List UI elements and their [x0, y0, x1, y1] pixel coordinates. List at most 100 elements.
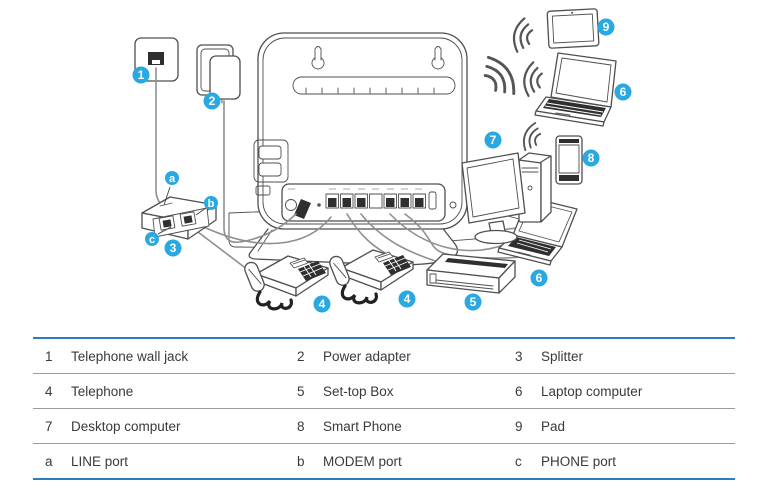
legend-label: LINE port — [71, 453, 129, 469]
legend-label: Set-top Box — [323, 383, 394, 399]
legend-label: Pad — [541, 418, 566, 434]
cable-router-to-laptop — [389, 213, 507, 252]
legend-cell: 5 Set-top Box — [285, 384, 503, 399]
badge-2: 2 — [203, 92, 221, 110]
pad-illustration — [546, 8, 600, 49]
legend-label: Telephone — [71, 383, 134, 399]
legend-label: Power adapter — [323, 348, 411, 364]
svg-text:a: a — [169, 173, 176, 185]
legend-row: 4 Telephone 5 Set-top Box 6 Laptop computer — [33, 374, 735, 409]
legend-cell: 2 Power adapter — [285, 349, 503, 364]
svg-text:4: 4 — [319, 297, 326, 311]
badge-b: b — [204, 196, 218, 210]
leader-a — [163, 186, 171, 206]
svg-text:9: 9 — [603, 20, 610, 34]
badge-1: 1 — [132, 66, 150, 84]
badge-8: 8 — [582, 149, 600, 167]
wifi-waves-laptop-icon — [520, 60, 545, 99]
badge-4-right: 4 — [398, 290, 416, 308]
power-port — [285, 199, 297, 211]
legend-key: 7 — [45, 418, 53, 434]
svg-text:c: c — [149, 234, 155, 246]
badge-5: 5 — [464, 293, 482, 311]
legend-label: Laptop computer — [541, 383, 643, 399]
legend-key: a — [45, 453, 53, 469]
legend-row: 1 Telephone wall jack 2 Power adapter 3 Spl… — [33, 339, 735, 374]
legend-label: Desktop computer — [71, 418, 181, 434]
legend-table: 1 Telephone wall jack 2 Power adapter 3 Spl… — [33, 337, 735, 480]
badge-9: 9 — [597, 18, 615, 36]
desktop-computer-illustration — [461, 152, 552, 245]
cable-modem-to-router — [205, 216, 332, 245]
usb-port — [428, 191, 437, 210]
port-strip — [281, 183, 446, 222]
legend-label: Telephone wall jack — [71, 348, 189, 364]
svg-text:1: 1 — [138, 68, 145, 82]
badge-7: 7 — [484, 131, 502, 149]
router-illustration — [253, 32, 468, 230]
legend-key: 6 — [515, 383, 523, 399]
svg-text:7: 7 — [490, 133, 497, 147]
badge-3: 3 — [164, 239, 182, 257]
callout-badges: 1 2 3 4 4 5 6 6 7 8 9 a b c — [132, 18, 632, 313]
legend-key: 3 — [515, 348, 523, 364]
svg-text:3: 3 — [170, 241, 177, 255]
badge-c: c — [145, 232, 159, 246]
legend-cell: 8 Smart Phone — [285, 419, 503, 434]
wifi-waves-router-icon — [476, 51, 523, 103]
badge-4-left: 4 — [313, 295, 331, 313]
cables — [155, 67, 560, 277]
badge-6-upper: 6 — [614, 83, 632, 101]
legend-cell: 3 Splitter — [503, 349, 735, 364]
legend-cell: a LINE port — [33, 454, 285, 469]
svg-text:6: 6 — [620, 85, 627, 99]
reset-pinhole — [317, 203, 321, 207]
legend-label: MODEM port — [323, 453, 402, 469]
legend-cell: 9 Pad — [503, 419, 735, 434]
legend-cell: 4 Telephone — [33, 384, 285, 399]
mount-keyhole-icon — [311, 46, 445, 70]
leader-c — [157, 226, 172, 235]
legend-cell: b MODEM port — [285, 454, 503, 469]
splitter-illustration — [141, 196, 217, 240]
legend-key: 8 — [297, 418, 305, 434]
legend-key: 1 — [45, 348, 53, 364]
connection-diagram: 1 2 3 4 4 5 6 6 7 8 9 a b c — [132, 8, 632, 313]
wifi-waves-pad-icon — [509, 16, 536, 55]
rj-ports — [325, 193, 426, 209]
legend-label: Smart Phone — [323, 418, 402, 434]
laptop-wireless-illustration — [534, 52, 617, 127]
legend-key: b — [297, 453, 305, 469]
svg-text:2: 2 — [209, 94, 216, 108]
legend-cell: 6 Laptop computer — [503, 384, 735, 399]
legend-label: Splitter — [541, 348, 584, 364]
leader-b — [195, 207, 207, 216]
power-adapter-illustration — [196, 44, 241, 104]
svg-text:b: b — [208, 198, 215, 210]
legend-key: 5 — [297, 383, 305, 399]
legend-row: 7 Desktop computer 8 Smart Phone 9 Pad — [33, 409, 735, 444]
legend-cell: 1 Telephone wall jack — [33, 349, 285, 364]
cable-adapter-to-power-port — [223, 100, 297, 244]
vent-slot — [292, 76, 456, 95]
smartphone-illustration — [555, 135, 583, 185]
cable-jack-to-splitter — [155, 67, 167, 210]
legend-key: 9 — [515, 418, 523, 434]
svg-text:8: 8 — [588, 151, 595, 165]
wifi-waves-phone-icon — [519, 120, 545, 154]
legend-label: PHONE port — [541, 453, 617, 469]
side-buttons — [253, 139, 289, 196]
svg-text:6: 6 — [536, 271, 543, 285]
power-plug — [294, 199, 311, 219]
legend-cell: 7 Desktop computer — [33, 419, 285, 434]
legend-key: 4 — [45, 383, 53, 399]
legend-key: 2 — [297, 348, 305, 364]
legend-key: c — [515, 453, 522, 469]
settop-box-illustration — [426, 253, 516, 294]
svg-text:4: 4 — [404, 292, 411, 306]
legend-row: a LINE port b MODEM port c PHONE port — [33, 444, 735, 478]
badge-a: a — [165, 171, 179, 185]
svg-text:5: 5 — [470, 295, 477, 309]
legend-cell: c PHONE port — [503, 454, 735, 469]
